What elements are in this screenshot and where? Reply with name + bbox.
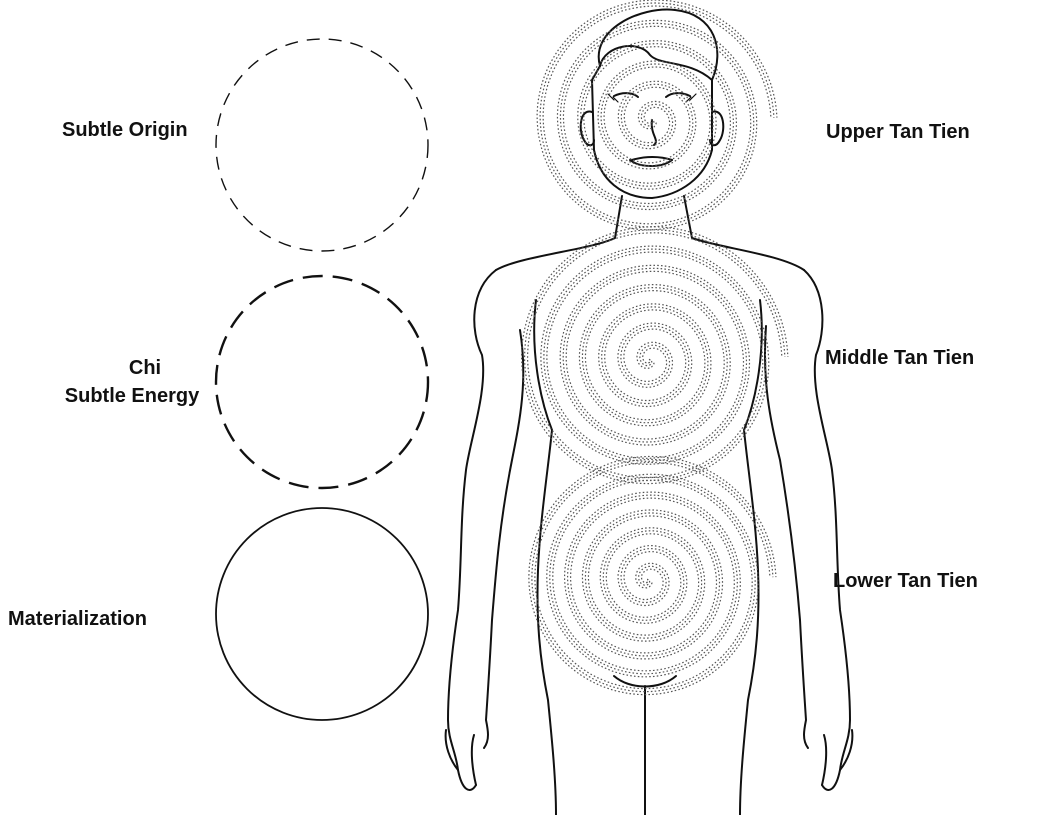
chi-label: Chi [129,355,161,382]
lower-spiral-strand [535,462,770,688]
upper-spiral-strand [540,3,774,227]
lower-spiral-strand [532,459,773,691]
energy-spirals [522,0,788,695]
upper-tan-tien-label: Upper Tan Tien [826,119,970,146]
upper-spiral-strand [537,0,777,230]
middle-spiral-strand [528,233,782,478]
subtle-origin-circle [216,39,428,251]
lower-tan-tien-label: Lower Tan Tien [833,568,978,595]
materialization-label: Materialization [8,606,147,633]
chi-circle [216,276,428,488]
middle-tan-tien-label: Middle Tan Tien [825,345,974,372]
materialization-circle [216,508,428,720]
subtle-origin-label: Subtle Origin [62,117,188,144]
subtle-energy-label: Subtle Energy [65,383,199,410]
